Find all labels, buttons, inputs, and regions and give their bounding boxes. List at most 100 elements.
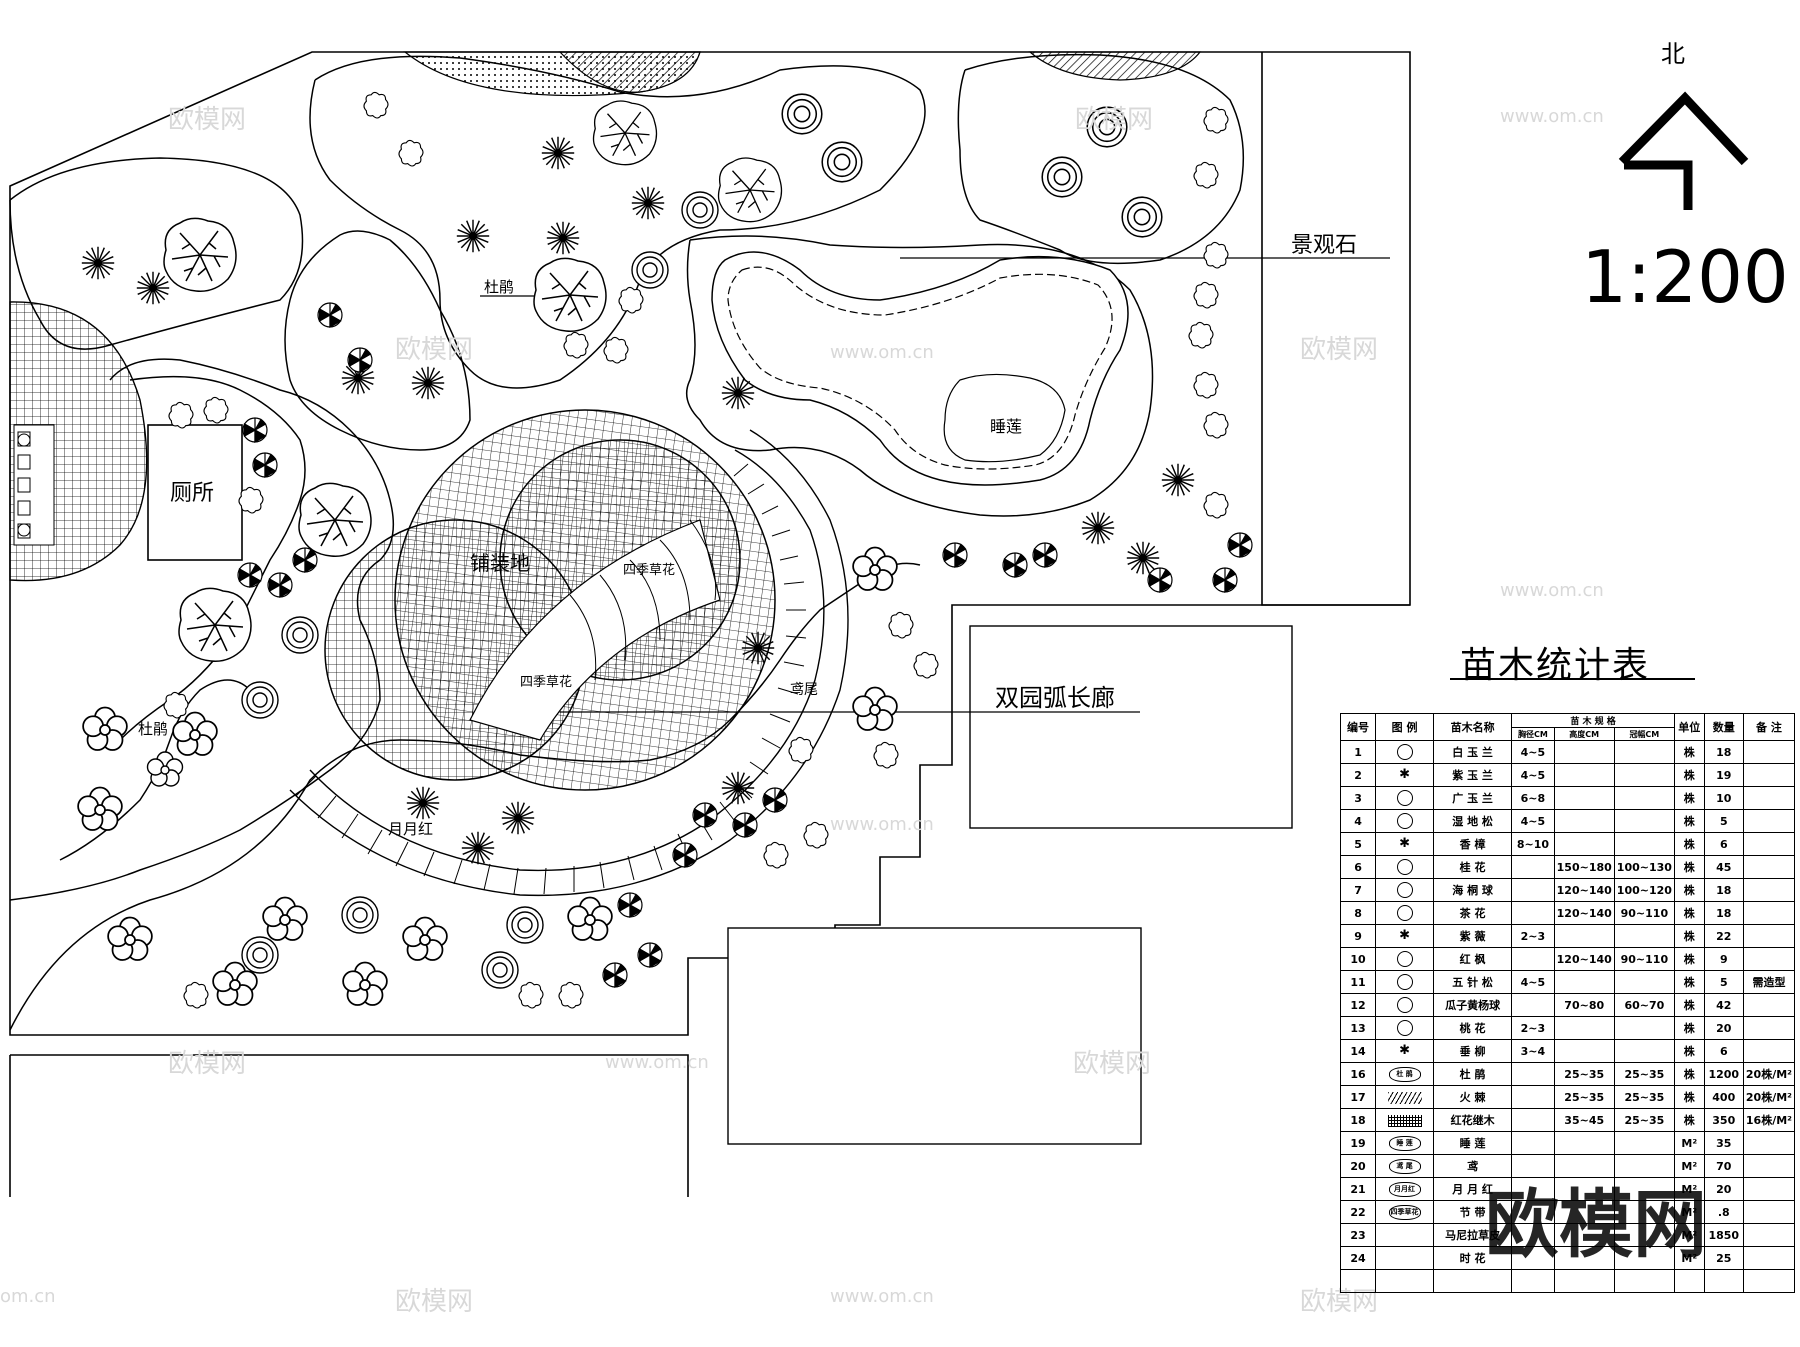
tree-symbol-icon (1396, 744, 1413, 760)
row-name: 桃 花 (1432, 1016, 1513, 1040)
row-qty: 18 (1703, 740, 1744, 764)
row-no: 14 (1339, 1039, 1377, 1063)
buildings (727, 625, 1293, 1145)
row-unit: 株 (1673, 924, 1705, 948)
row-crown (1613, 1154, 1675, 1178)
row-dia: 3~4 (1511, 1039, 1555, 1063)
row-dia (1511, 1223, 1555, 1247)
row-symbol (1375, 1108, 1434, 1132)
row-name: 红花继木 (1432, 1108, 1513, 1132)
scale-label: 1:200 (1581, 235, 1789, 319)
col-symbol: 图 例 (1375, 713, 1434, 741)
row-symbol (1375, 786, 1434, 810)
row-name: 白 玉 兰 (1432, 740, 1513, 764)
watermark-cn: 欧模网 (395, 335, 473, 365)
row-no: 8 (1339, 901, 1377, 925)
row-height (1553, 1154, 1615, 1178)
row-name: 火 棘 (1432, 1085, 1513, 1109)
row-dia (1511, 878, 1555, 902)
row-symbol (1375, 1246, 1434, 1270)
row-unit: M² (1673, 1223, 1705, 1247)
row-name: 时 花 (1432, 1246, 1513, 1270)
star-tree-icon: ✱ (1399, 836, 1410, 851)
row-no: 17 (1339, 1085, 1377, 1109)
watermark-cn: 欧模网 (395, 1287, 473, 1317)
pond (711, 251, 1129, 486)
row-no: 1 (1339, 740, 1377, 764)
row-unit: 株 (1673, 786, 1705, 810)
row-note (1742, 924, 1796, 948)
row-dia: 2~3 (1511, 924, 1555, 948)
paved-circles (324, 409, 776, 791)
watermark-url: www.om.cn (1500, 106, 1604, 127)
row-crown (1613, 763, 1675, 787)
row-note (1742, 740, 1796, 764)
row-unit: M² (1673, 1131, 1705, 1155)
row-unit: 株 (1673, 809, 1705, 833)
row-note (1742, 1039, 1796, 1063)
season-flower-label-2: 四季草花 (520, 674, 572, 690)
col-qty: 数量 (1703, 713, 1744, 741)
empty-cell (1673, 1269, 1705, 1293)
row-unit: 株 (1673, 993, 1705, 1017)
row-height: 25~35 (1553, 1062, 1615, 1086)
row-note (1742, 878, 1796, 902)
legend-title: 苗木统计表 (1460, 645, 1651, 686)
row-note (1742, 1246, 1796, 1270)
row-crown: 25~35 (1613, 1085, 1675, 1109)
row-no: 20 (1339, 1154, 1377, 1178)
row-symbol: ✱ (1375, 924, 1434, 948)
row-symbol: ✱ (1375, 832, 1434, 856)
row-unit: 株 (1673, 1062, 1705, 1086)
col-name: 苗木名称 (1432, 713, 1513, 741)
row-note (1742, 855, 1796, 879)
row-qty: 9 (1703, 947, 1744, 971)
row-no: 12 (1339, 993, 1377, 1017)
landscape-stone-label: 景观石 (1291, 233, 1357, 258)
row-note (1742, 947, 1796, 971)
row-qty: 20 (1703, 1016, 1744, 1040)
row-dia: 6~8 (1511, 786, 1555, 810)
watermark-url: www.om.cn (830, 814, 934, 835)
row-dia (1511, 1108, 1555, 1132)
row-dia (1511, 901, 1555, 925)
row-qty: 22 (1703, 924, 1744, 948)
row-height (1553, 924, 1615, 948)
row-dia (1511, 1062, 1555, 1086)
empty-cell (1339, 1269, 1377, 1293)
row-name: 五 针 松 (1432, 970, 1513, 994)
empty-cell (1742, 1269, 1796, 1293)
row-symbol (1375, 970, 1434, 994)
watermark-cn: 欧模网 (168, 105, 246, 135)
row-no: 6 (1339, 855, 1377, 879)
star-tree-icon: ✱ (1399, 928, 1410, 943)
site-boundary (9, 51, 1411, 1197)
watermark-url: www.om.cn (1500, 580, 1604, 601)
row-no: 23 (1339, 1223, 1377, 1247)
row-height: 70~80 (1553, 993, 1615, 1017)
row-unit: 株 (1673, 740, 1705, 764)
row-no: 5 (1339, 832, 1377, 856)
row-name: 桂 花 (1432, 855, 1513, 879)
row-crown (1613, 809, 1675, 833)
row-note: 20株/M² (1742, 1062, 1796, 1086)
row-name: 茶 花 (1432, 901, 1513, 925)
hedge-hatch (403, 51, 1202, 97)
row-dia (1511, 947, 1555, 971)
row-unit: 株 (1673, 878, 1705, 902)
row-dia: 2~3 (1511, 1016, 1555, 1040)
tree-symbol-icon (1396, 859, 1413, 875)
row-crown (1613, 1200, 1675, 1224)
tree-symbol-icon (1396, 997, 1413, 1013)
row-crown (1613, 1016, 1675, 1040)
row-note (1742, 832, 1796, 856)
season-flower-label-1: 四季草花 (623, 562, 675, 578)
row-symbol: ✱ (1375, 763, 1434, 787)
empty-cell (1613, 1269, 1675, 1293)
row-crown: 25~35 (1613, 1062, 1675, 1086)
